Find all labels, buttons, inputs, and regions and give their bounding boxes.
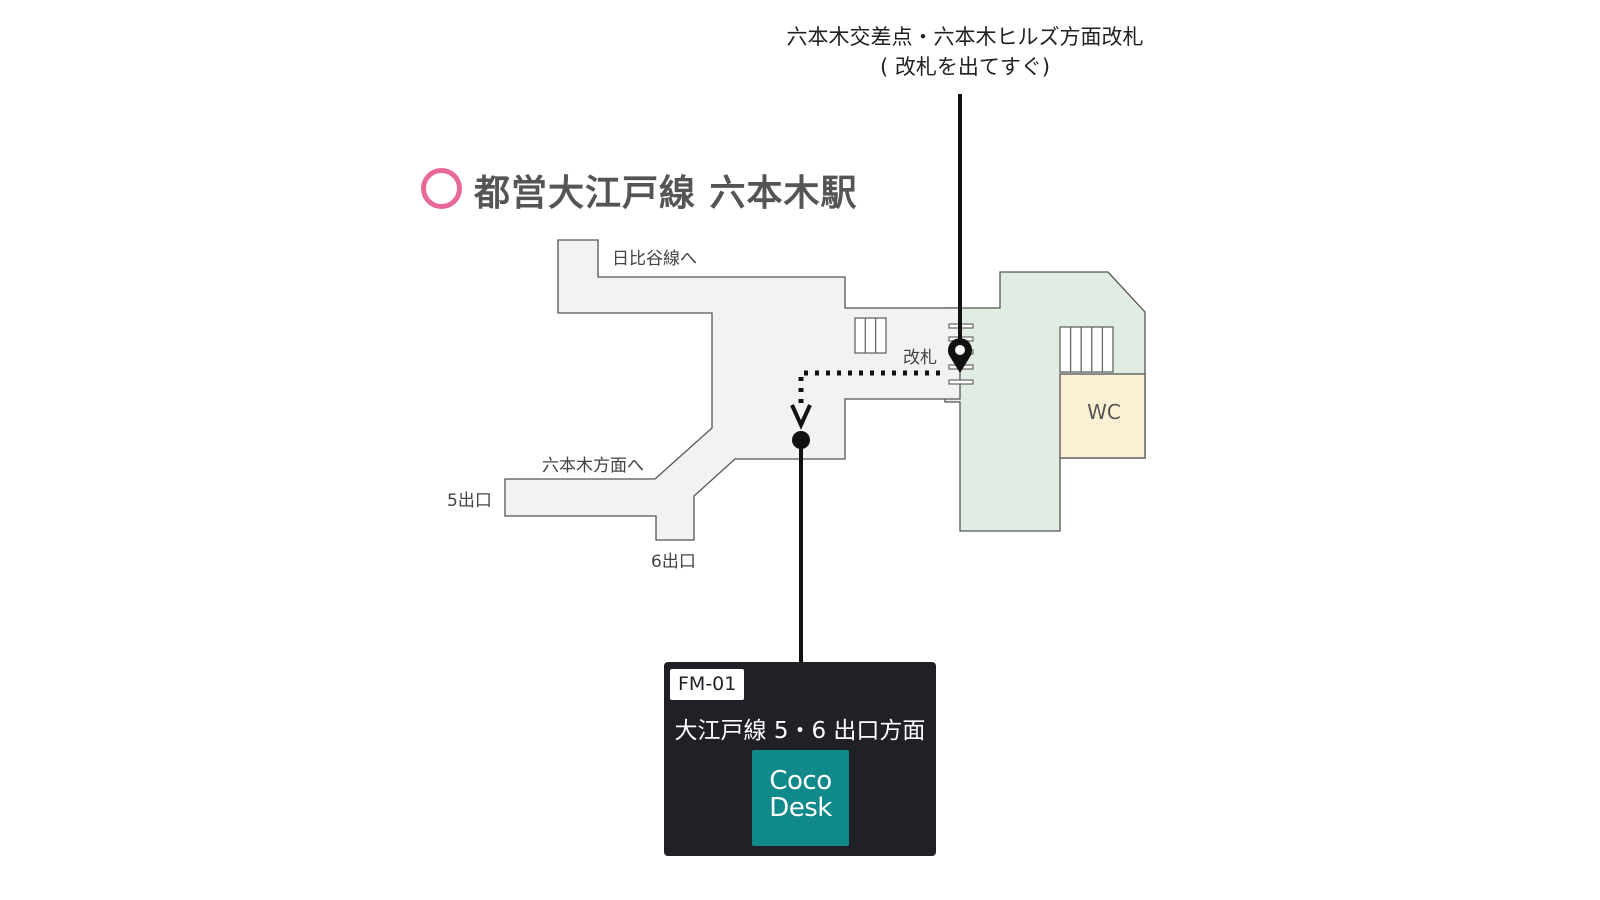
brand-logo-line2: Desk — [769, 793, 832, 823]
entrance-label-line1: 六本木交差点・六本木ヒルズ方面改札 — [786, 25, 1144, 49]
ticket-gate-label: 改札 — [903, 348, 937, 368]
brand-logo-line1: Coco — [769, 766, 832, 796]
booth-name: 大江戸線 5・6 出口方面 — [674, 718, 926, 744]
station-title: 都営大江戸線 六本木駅 — [474, 173, 858, 214]
exit6-label: 6出口 — [651, 552, 696, 572]
concourse — [504, 239, 961, 541]
entrance-label-line2: ( 改札を出てすぐ) — [879, 55, 1051, 79]
booth-id-badge: FM-01 — [670, 669, 745, 700]
oedo-line-circle-icon — [421, 168, 462, 209]
walking-route — [798, 370, 940, 406]
stairs-concourse — [854, 317, 887, 354]
location-pin-icon — [948, 338, 973, 373]
roppongi-direction-label: 六本木方面へ — [542, 456, 644, 476]
wc-room — [1059, 373, 1146, 459]
route-arrow-icon — [790, 404, 812, 430]
booth-info-box: FM-01 大江戸線 5・6 出口方面 Coco Desk — [664, 662, 936, 856]
exit5-label: 5出口 — [447, 491, 492, 511]
stairs-paid-area — [1059, 326, 1114, 373]
cocodesk-logo: Coco Desk — [752, 750, 849, 846]
hibiya-line-label: 日比谷線へ — [612, 249, 697, 269]
wc-label: WC — [1087, 400, 1121, 424]
